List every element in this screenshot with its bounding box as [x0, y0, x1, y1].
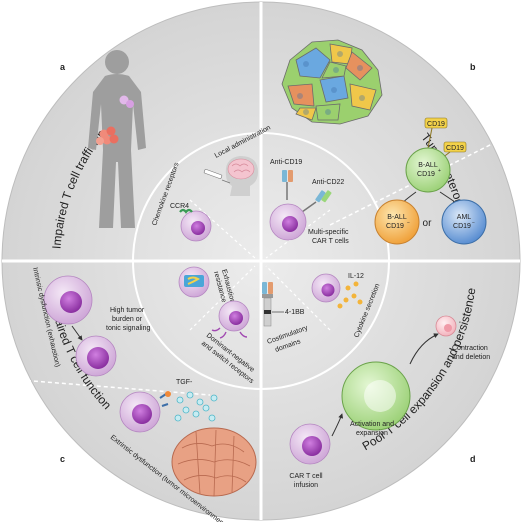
tumor-cluster-liver: [96, 126, 119, 145]
tgf-cell: [119, 391, 171, 433]
activation-label-1: Activation and: [350, 421, 394, 428]
tumor-microenvironment: [171, 427, 257, 497]
svg-text:CD19: CD19: [386, 223, 404, 230]
anti-cd19-label: Anti-CD19: [270, 159, 302, 166]
multi-label-2: CAR T cells: [312, 238, 349, 245]
costim-receptor: [262, 282, 284, 327]
activated-t-cell: [341, 361, 411, 431]
multi-label-1: Multi-specific: [308, 229, 349, 236]
inner-circle: [132, 132, 390, 390]
dashed-divider-c: [19, 379, 211, 396]
letter-c: c: [60, 454, 65, 464]
cd19-tag-1: CD19: [424, 117, 448, 129]
car-t-infusion-cell: [289, 423, 331, 465]
letter-a: a: [60, 62, 66, 72]
cd19-tag-2: CD19: [443, 141, 467, 153]
tgf-label: TGF-: [176, 379, 193, 386]
tcell-high-burden: [43, 275, 93, 325]
tcell-exhausted: [75, 335, 117, 377]
contraction-cell: [435, 315, 457, 337]
ccr4-label: CCR4: [170, 203, 189, 210]
infusion-label-1: CAR T cell: [289, 473, 323, 480]
inner-dashed-right: [265, 209, 331, 259]
brain-head: [225, 156, 258, 196]
anti-cd22-label: Anti-CD22: [312, 179, 344, 186]
high-burden-label-1: High tumor: [110, 307, 145, 314]
infusion-label-2: infusion: [294, 482, 318, 489]
heterogeneous-tumor: [281, 39, 383, 125]
contraction-label-2: and deletion: [452, 354, 490, 361]
high-burden-label-2: burden or: [112, 316, 143, 323]
inner-dashed-left: [189, 199, 256, 259]
contraction-label-1: Contraction: [452, 345, 488, 352]
multi-specific-car-t-cell: [269, 203, 307, 241]
4-1bb-label: 4-1BB: [285, 309, 305, 316]
ccr4-t-cell: [179, 208, 212, 242]
aml-cell: AML CD19 −: [441, 199, 487, 245]
activation-label-2: expansion: [356, 430, 388, 437]
svg-text:−: −: [407, 220, 410, 226]
or-label: or: [423, 218, 433, 229]
svg-text:CD19: CD19: [427, 121, 445, 128]
svg-text:B-ALL: B-ALL: [387, 214, 407, 221]
il12-label: IL-12: [348, 273, 364, 280]
svg-text:CD19: CD19: [446, 145, 464, 152]
exhaustion-resistant-cell: [178, 266, 210, 298]
letter-b: b: [470, 62, 476, 72]
high-burden-label-3: tonic signaling: [106, 325, 150, 332]
dashed-divider-b: [329, 139, 501, 226]
svg-text:AML: AML: [457, 214, 472, 221]
syringe-icon: [203, 169, 231, 184]
ball-cd19-neg-cell: B-ALL CD19 −: [374, 199, 420, 245]
tumor-nuclei: [297, 51, 365, 115]
dominant-negative-cell: [211, 300, 250, 339]
letter-d: d: [470, 454, 476, 464]
tgf-molecules: [174, 391, 218, 422]
svg-text:−: −: [472, 220, 475, 226]
svg-text:+: +: [438, 168, 441, 174]
il12-secreting-cell: [311, 273, 363, 309]
human-silhouette: [88, 50, 146, 228]
car-receptors: [282, 170, 332, 213]
svg-text:CD19: CD19: [417, 171, 435, 178]
ball-cd19-pos-cell: B-ALL CD19 +: [405, 147, 451, 193]
t-cells-head: [119, 95, 134, 108]
svg-text:B-ALL: B-ALL: [418, 162, 438, 169]
svg-text:CD19: CD19: [453, 223, 471, 230]
